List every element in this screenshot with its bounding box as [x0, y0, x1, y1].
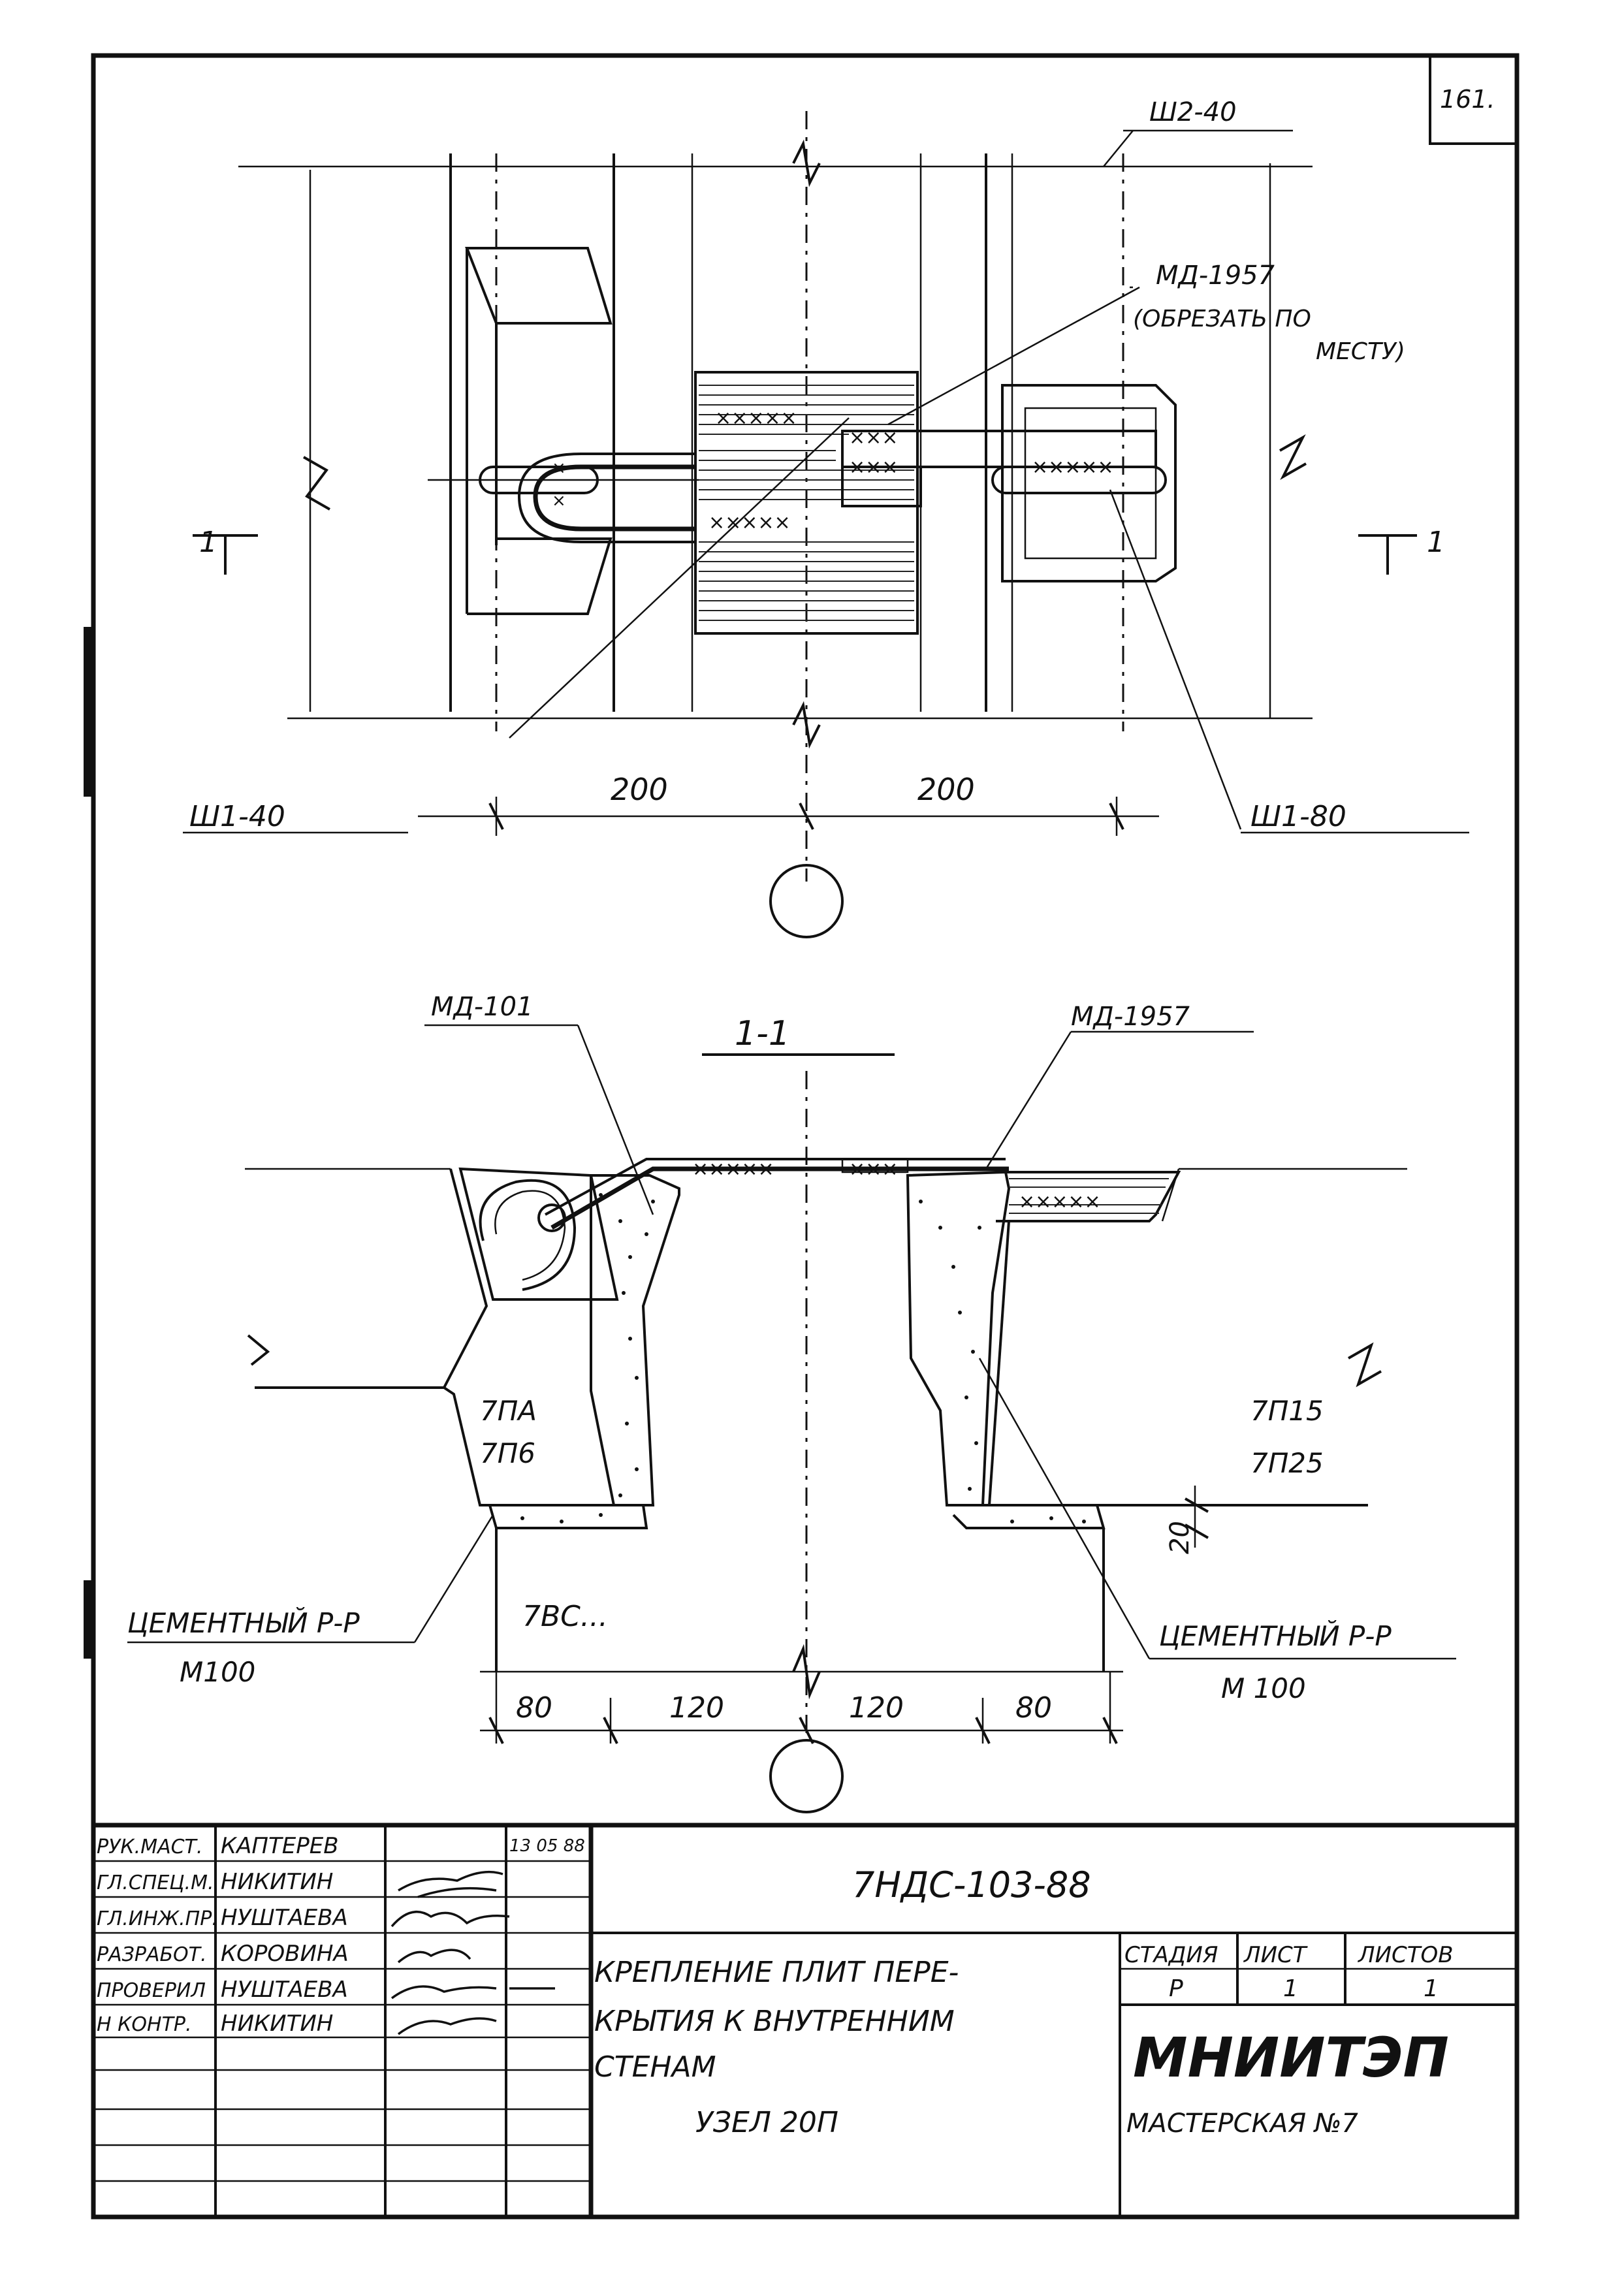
break-mark [792, 701, 821, 749]
plan-view: ××××× ××× ××× ××××× ××××× × × [183, 111, 1469, 938]
name-1: НИКИТИН [221, 1869, 333, 1895]
title-block [93, 1823, 1517, 2217]
panel-7p15: 7П15 [1250, 1395, 1324, 1427]
section-mark-right: 1 [1427, 526, 1445, 559]
svg-text:×××××: ××××× [692, 1158, 774, 1181]
sheet-header: ЛИСТ [1243, 1942, 1308, 1968]
sheet-number-box [1429, 56, 1517, 145]
wall-7vs: 7ВС... [522, 1600, 608, 1633]
svg-text:×××××: ××××× [715, 407, 797, 430]
round-bar-right [991, 466, 1167, 494]
mortar-joint-left [590, 1174, 680, 1506]
panel-7pa: 7ПА [480, 1395, 537, 1427]
callout-md1957-note2: МЕСТУ) [1316, 338, 1405, 365]
dim-80-left: 80 [516, 1691, 552, 1725]
org-name: МНИИТЭП [1133, 2026, 1449, 2090]
title-block-text: РУК.МАСТ. КАПТЕРЕВ 13 05 88 ГЛ.СПЕЦ.М. Н… [97, 1833, 1454, 2139]
signature [397, 1949, 471, 1964]
tie-bar [550, 1166, 1009, 1230]
title-line-3: СТЕНАМ [594, 2050, 716, 2084]
callout-md1957: МД-1957 [1156, 261, 1275, 291]
callout-sh2-40: Ш2-40 [1149, 97, 1237, 127]
panel-7p6: 7П6 [480, 1437, 535, 1469]
dim-200-right: 200 [917, 772, 975, 807]
role-3: РАЗРАБОТ. [97, 1943, 207, 1966]
mortar-label-right: ЦЕМЕНТНЫЙ Р-Р [1159, 1619, 1392, 1652]
name-0: КАПТЕРЕВ [221, 1833, 339, 1859]
role-5: Н КОНТР. [97, 2013, 192, 2036]
mortar-stipple [520, 1193, 1086, 1523]
break-mark [1279, 434, 1307, 481]
callout-sh1-80: Ш1-80 [1250, 800, 1346, 833]
leader-sh1-80 [1109, 489, 1242, 830]
callout-md1957-section: МД-1957 [1071, 1002, 1190, 1032]
doc-code: 7НДС-103-88 [852, 1864, 1091, 1905]
title-line-4: УЗЕЛ 20П [695, 2106, 838, 2139]
svg-text:×: × [552, 458, 566, 478]
role-2: ГЛ.ИНЖ.ПР. [97, 1907, 218, 1930]
title-line-2: КРЫТИЯ К ВНУТРЕННИМ [594, 2005, 955, 2038]
section-mark-left: 1 [199, 526, 217, 559]
sheet-value: 1 [1283, 1975, 1298, 2002]
break-mark [792, 139, 821, 187]
date-0: 13 05 88 [509, 1836, 585, 1856]
binding-mark [84, 1580, 91, 1659]
svg-text:×××: ××× [849, 1158, 898, 1181]
dim-200-left: 200 [611, 772, 668, 807]
role-1: ГЛ.СПЕЦ.М. [97, 1872, 214, 1894]
sheet-number: 161. [1440, 85, 1495, 114]
slab-hatched [694, 371, 919, 635]
role-0: РУК.МАСТ. [97, 1836, 202, 1858]
sheet-frame [91, 53, 1520, 2220]
name-3: КОРОВИНА [221, 1941, 349, 1967]
hollow-slab-left [458, 1167, 619, 1301]
stage-header: СТАДИЯ [1124, 1942, 1218, 1968]
name-2: НУШТАЕВА [221, 1905, 348, 1931]
workshop: МАСТЕРСКАЯ №7 [1126, 2109, 1358, 2139]
hatching [699, 385, 914, 621]
mortar-grade-right: М 100 [1221, 1672, 1306, 1704]
callout-md101: МД-101 [431, 992, 533, 1022]
leader-md1957 [887, 286, 1140, 426]
svg-text:×××××: ××××× [1032, 456, 1114, 479]
sheets-value: 1 [1424, 1975, 1439, 2002]
signature [390, 1985, 555, 1999]
section-title: 1-1 [735, 1014, 790, 1053]
role-4: ПРОВЕРИЛ [97, 1979, 206, 2002]
sheets-header: ЛИСТОВ [1357, 1942, 1454, 1968]
break-mark [303, 456, 330, 511]
stage-value: Р [1169, 1975, 1183, 2002]
signature [397, 2017, 497, 2035]
u-bar [533, 464, 695, 532]
title-line-1: КРЕПЛЕНИЕ ПЛИТ ПЕРЕ- [594, 1956, 959, 1989]
hollow-core [479, 1179, 577, 1291]
dim-120-right: 120 [849, 1691, 904, 1725]
left-block-bottom [467, 537, 613, 615]
mortar-label-left: ЦЕМЕНТНЫЙ Р-Р [127, 1606, 360, 1639]
callout-sh1-40: Ш1-40 [189, 800, 285, 833]
svg-text:×××××: ××××× [709, 511, 791, 534]
dim-20: 20 [1165, 1521, 1195, 1554]
name-5: НИКИТИН [221, 2011, 333, 2037]
dim-80-right: 80 [1015, 1691, 1052, 1725]
axis-bubble-2 [769, 1739, 844, 1813]
section-view: ××××× ××× ××××× [127, 1024, 1456, 1813]
svg-text:×: × [552, 491, 566, 511]
callout-md1957-note1: (ОБРЕЗАТЬ ПО [1133, 306, 1311, 332]
signature [398, 1870, 503, 1898]
signature [390, 1911, 510, 1928]
axis-bubble [769, 864, 844, 938]
panel-7p25: 7П25 [1250, 1447, 1324, 1479]
svg-text:×××: ××× [849, 456, 898, 479]
right-block [1001, 384, 1177, 582]
dim-120-left: 120 [669, 1691, 724, 1725]
name-4: НУШТАЕВА [221, 1977, 348, 2003]
svg-text:×××: ××× [849, 426, 898, 449]
svg-text:×××××: ××××× [1019, 1190, 1101, 1213]
mortar-grade-left: М100 [180, 1656, 255, 1688]
plate-right [996, 1171, 1181, 1222]
left-block-top [465, 247, 613, 325]
